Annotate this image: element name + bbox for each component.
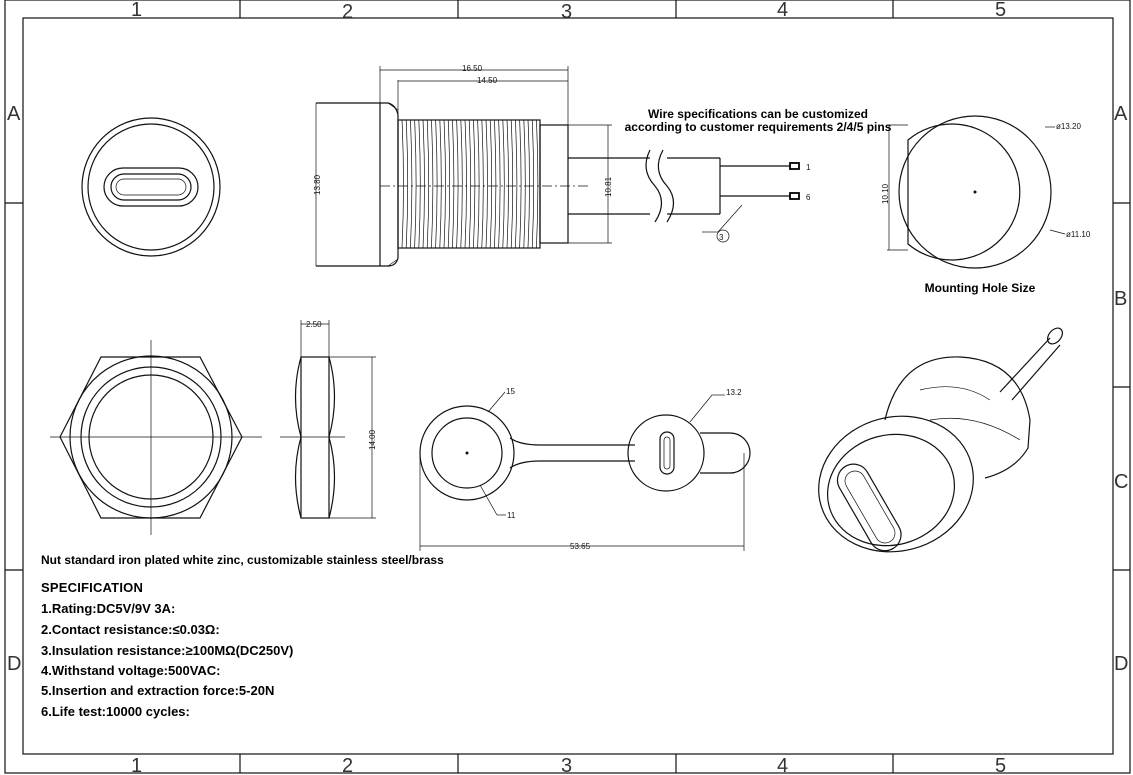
thread-line [447,119,451,249]
wire-note-line1: Wire specifications can be customized [648,107,868,121]
thread-line [506,119,509,249]
dim-overall-length: 16.50 [462,64,483,73]
column-label-bottom-2: 2 [342,755,353,775]
spec-item-contact-resistance: 2.Contact resistance:≤0.03Ω: [41,622,220,637]
thread-line [519,119,522,249]
thread-line [464,119,467,249]
dim-cap-tab: 15 [506,387,515,396]
column-label-top-3: 3 [561,1,572,23]
row-label-right-c: C [1114,471,1128,493]
column-label-bottom-5: 5 [995,755,1006,775]
mounting-hole-label: Mounting Hole Size [925,281,1036,295]
thread-line [456,119,459,249]
thread-line [527,119,530,249]
hex-nut-front-view [50,340,262,535]
thread-line [510,119,514,249]
column-label-top-2: 2 [342,1,353,23]
thread-line [473,119,476,249]
dim-hole-inner: ø11.10 [1066,230,1091,239]
thread-line [494,119,497,249]
nut-material-note: Nut standard iron plated white zinc, cus… [41,553,444,567]
thread-line [405,119,409,249]
dim-cap-length: 53.65 [570,542,591,551]
spec-item-life-test: 6.Life test:10000 cycles: [41,704,190,719]
row-label-right-d: D [1114,653,1128,675]
thread-line [401,119,404,249]
specification-title: SPECIFICATION [41,580,143,595]
drawing-frame: 1 2 3 4 5 1 2 3 4 5 A D A B C D [4,0,1131,775]
thread-line [426,119,430,249]
thread-line [422,119,425,249]
thread-line [439,119,442,249]
thread-line [435,119,438,249]
column-label-top-5: 5 [995,0,1006,21]
pin-label-a: 1 [806,163,811,172]
thread-line [414,119,417,249]
dim-cap-ring: 13.2 [726,388,742,397]
spec-item-insulation-resistance: 3.Insulation resistance:≥100MΩ(DC250V) [41,643,293,658]
dim-hole-flat: 10.10 [881,183,890,204]
thread-line [460,119,463,249]
thread-line [431,119,434,249]
thread-line [410,119,413,249]
column-label-bottom-3: 3 [561,755,572,775]
pin-label-b: 6 [806,193,811,202]
dust-cap-view: 15 11 13.2 53.65 [419,387,751,551]
thread-lines [401,119,539,249]
dim-nut-thickness: 2.50 [306,320,322,329]
front-view [81,117,221,257]
thread-line [481,119,484,249]
spec-item-rating: 1.Rating:DC5V/9V 3A: [41,601,175,616]
thread-line [489,119,493,249]
specification-block: SPECIFICATION 1.Rating:DC5V/9V 3A: 2.Con… [41,580,293,719]
isometric-view [818,327,1063,553]
column-label-bottom-4: 4 [777,755,788,775]
row-label-left-a: A [7,103,21,125]
thread-line [502,119,505,249]
column-label-top-4: 4 [777,0,788,21]
row-label-left-d: D [7,653,21,675]
wire-note-line2: according to customer requirements 2/4/5… [625,120,892,134]
thread-line [531,119,535,249]
thread-line [477,119,480,249]
side-view: 1 6 3 16.50 14.50 13.80 10.81 [313,64,811,267]
thread-line [418,119,421,249]
spec-item-insertion-force: 5.Insertion and extraction force:5-20N [41,683,274,698]
wire-note: Wire specifications can be customized ac… [625,107,892,134]
thread-line [498,119,501,249]
callout-3: 3 [719,233,724,242]
column-label-bottom-1: 1 [131,755,142,775]
mounting-hole-view: ø13.20 ø11.10 10.10 Mounting Hole Size [881,115,1091,295]
row-label-right-b: B [1114,288,1127,310]
thread-line [523,119,526,249]
dim-nut-across: 14.00 [368,429,377,450]
dim-cap-inner: 11 [507,511,516,520]
column-label-top-1: 1 [131,0,142,21]
dim-body-diameter: 10.81 [604,176,613,197]
hex-nut-side-view: 2.50 14.00 [280,320,377,519]
thread-line [452,119,455,249]
thread-line [515,119,518,249]
thread-line [485,119,488,249]
spec-item-withstand-voltage: 4.Withstand voltage:500VAC: [41,663,221,678]
thread-line [536,119,539,249]
thread-line [443,119,446,249]
dim-flange-height: 13.80 [313,174,322,195]
dim-hole-outer: ø13.20 [1056,122,1081,131]
thread-line [468,119,472,249]
dim-thread-length: 14.50 [477,76,498,85]
row-label-right-a: A [1114,103,1128,125]
